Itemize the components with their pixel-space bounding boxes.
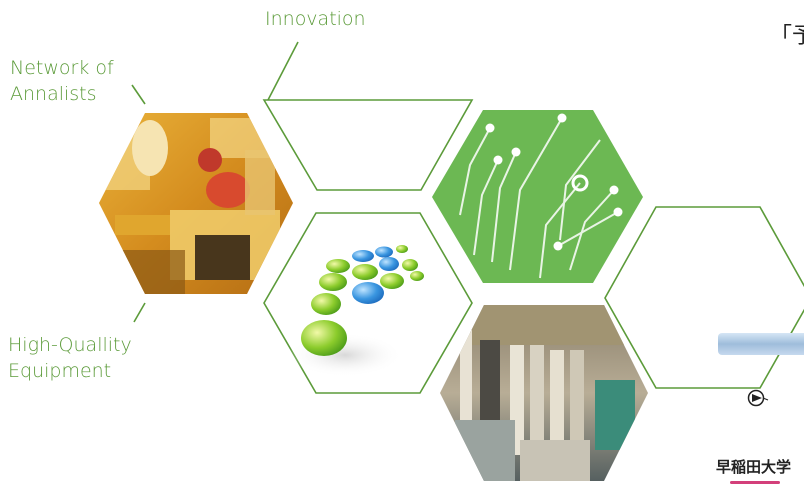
innovation-connector-line [267,41,299,101]
university-underline [730,481,780,484]
innovation-hex-outline [262,99,474,191]
innovation-label: Innovation [265,8,366,30]
pipe-graphic [718,333,804,355]
hq-label-line2: Equipment [8,360,112,382]
dot-logo-icon [287,245,424,377]
high-quality-equipment-label: High-Quallity Equipment [8,332,132,384]
arrow-circle-icon [747,389,769,407]
factory-photo [440,305,648,481]
network-label-line2: Annalists [10,83,97,105]
corner-heading-text: 「予 [770,24,804,49]
hq-label-line1: High-Quallity [8,334,132,356]
network-connector-line [131,84,146,105]
circuit-board-icon [432,110,643,283]
hq-connector-line [133,302,146,323]
university-name: 早稲田大学 [716,458,792,476]
lab-photo [99,113,293,294]
right-hex-outline [604,206,804,389]
network-of-analysts-label: Network of Annalists [10,55,114,107]
network-label-line1: Network of [10,57,114,79]
